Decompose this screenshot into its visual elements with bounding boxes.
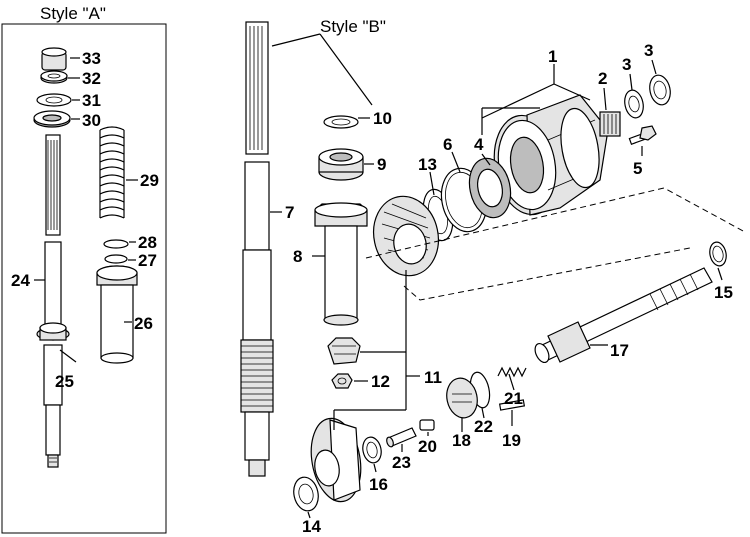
part-10-washer	[323, 115, 359, 129]
part-30-bearing	[33, 110, 71, 128]
style-a-label: Style "A"	[40, 4, 106, 23]
callout-13: 13	[418, 155, 437, 174]
part-33-cap	[41, 47, 67, 71]
style-a-frame	[1, 23, 167, 534]
assembly-outline	[365, 187, 746, 301]
callout-22: 22	[474, 417, 493, 436]
callout-5: 5	[633, 159, 642, 178]
callout-19: 19	[502, 431, 521, 450]
part-14-washer	[293, 476, 319, 512]
part-9-bearing	[318, 148, 364, 181]
callouts-style-a: 33 32 31 30 29 28 27 26 24 25	[11, 49, 159, 391]
callout-17: 17	[610, 341, 629, 360]
callout-29: 29	[140, 171, 159, 190]
callout-21: 21	[504, 389, 523, 408]
callout-7: 7	[285, 203, 294, 222]
callout-1: 1	[548, 47, 557, 66]
part-29-spring	[99, 126, 125, 219]
callout-31: 31	[82, 91, 101, 110]
style-b-leaders	[271, 33, 373, 106]
part-1-gear-housing	[493, 94, 609, 216]
part-28-ring	[103, 239, 129, 249]
part-12-nut	[331, 373, 353, 389]
callout-11: 11	[424, 368, 442, 387]
callout-3a: 3	[622, 55, 631, 74]
part-11-drive-gear	[373, 195, 439, 277]
part-3-washer-b	[649, 74, 671, 106]
part-17-propeller-shaft	[534, 267, 713, 364]
callout-14: 14	[302, 517, 321, 536]
part-5-bolt	[628, 125, 657, 145]
part-25-pin	[59, 349, 77, 363]
callout-28: 28	[138, 233, 157, 252]
part-31-washer	[36, 93, 72, 107]
part-27-ring	[104, 254, 128, 264]
part-15-seal	[709, 241, 727, 267]
callout-10: 10	[373, 109, 392, 128]
part-8-sleeve	[314, 202, 368, 326]
part-3-washer-a	[624, 89, 644, 119]
part-pinion-gear	[327, 337, 361, 365]
style-b-label: Style "B"	[320, 17, 386, 36]
callout-24: 24	[11, 271, 30, 290]
callout-16: 16	[369, 475, 388, 494]
callout-4: 4	[474, 135, 484, 154]
callout-18: 18	[452, 431, 471, 450]
callout-6: 6	[443, 135, 452, 154]
callout-8: 8	[293, 247, 302, 266]
part-2-bearing-race	[599, 111, 621, 137]
callout-20: 20	[418, 437, 437, 456]
callout-9: 9	[377, 155, 386, 174]
part-reverse-gear	[310, 417, 362, 503]
callout-32: 32	[82, 69, 101, 88]
callout-27: 27	[138, 251, 157, 270]
part-7-driveshaft-b	[240, 21, 274, 477]
callout-3b: 3	[644, 41, 653, 60]
callout-15: 15	[714, 283, 733, 302]
callout-26: 26	[134, 314, 153, 333]
part-24-driveshaft-a	[36, 134, 70, 468]
part-16-washer	[362, 436, 382, 464]
callout-30: 30	[82, 111, 101, 130]
part-26-tube	[96, 265, 138, 364]
callout-2: 2	[598, 69, 607, 88]
callout-12: 12	[371, 372, 390, 391]
part-4-bearing	[468, 157, 512, 219]
part-19-pin	[498, 399, 526, 411]
callout-33: 33	[82, 49, 101, 68]
callout-25: 25	[55, 372, 74, 391]
part-23-plunger	[386, 427, 417, 448]
part-20-spacer	[419, 419, 435, 431]
part-18-clutch	[446, 377, 478, 419]
callout-23: 23	[392, 453, 411, 472]
part-32-ring	[40, 70, 68, 84]
part-21-spring	[497, 366, 527, 378]
callouts-style-b: 10 9 7 8 13 6 4 1 2 3 3 5 15 17	[270, 41, 733, 536]
